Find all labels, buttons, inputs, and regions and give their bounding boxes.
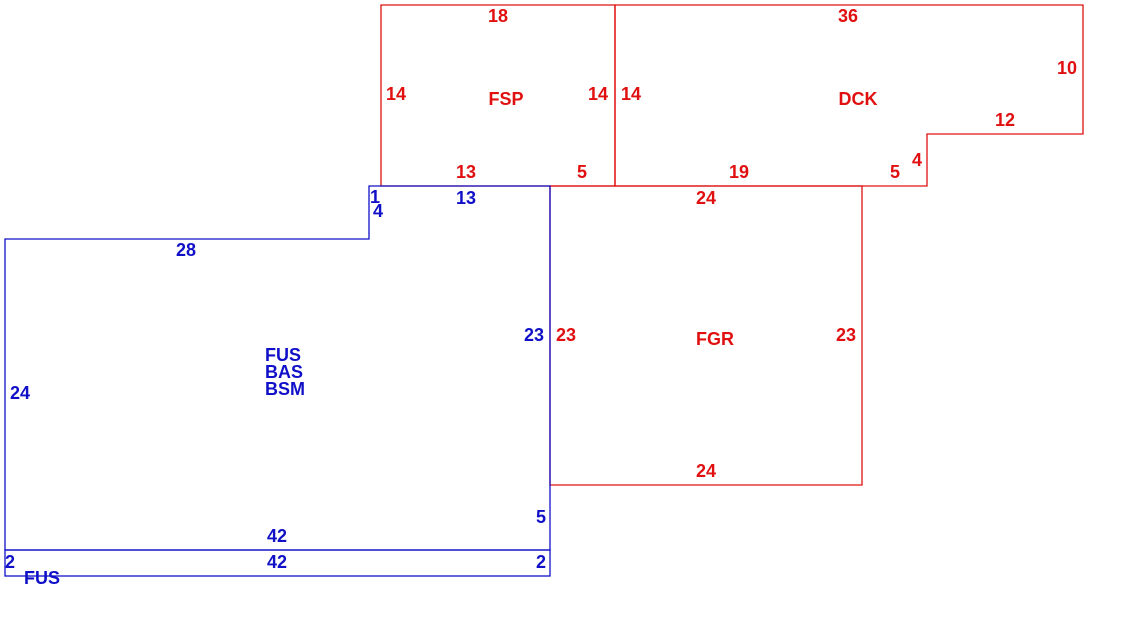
dim-dck-right: 10	[1057, 58, 1077, 78]
living-areas	[4, 185, 551, 577]
dim-main-top-left: 28	[176, 240, 196, 260]
dim-fgr-top: 24	[696, 188, 716, 208]
dim-dck-step-top: 12	[995, 110, 1015, 130]
dim-dck-left: 14	[621, 84, 641, 104]
attached-areas	[380, 4, 1084, 486]
dim-main-top-right: 13	[456, 188, 476, 208]
dim-main-right: 23	[524, 325, 544, 345]
dim-dck-bottom-right: 5	[890, 162, 900, 182]
dim-fsp-bottom-right: 5	[577, 162, 587, 182]
dim-strip-top: 42	[267, 552, 287, 572]
main-area-label-1: FUS	[265, 345, 301, 365]
dim-fsp-left: 14	[386, 84, 406, 104]
dim-dck-step-side: 4	[912, 150, 922, 170]
dim-main-bottom: 42	[267, 526, 287, 546]
dim-main-left: 24	[10, 383, 30, 403]
dim-fgr-bottom: 24	[696, 461, 716, 481]
strip-outline	[4, 549, 551, 577]
dim-fgr-right: 23	[836, 325, 856, 345]
main-area-label-3: BSM	[265, 379, 305, 399]
dim-dck-top: 36	[838, 6, 858, 26]
fsp-area-label: FSP	[488, 89, 523, 109]
dim-strip-right: 2	[536, 552, 546, 572]
strip-area-label: FUS	[24, 568, 60, 588]
dim-main-right-lower: 5	[536, 507, 546, 527]
dck-area-label: DCK	[839, 89, 878, 109]
dim-fgr-left: 23	[556, 325, 576, 345]
dim-fsp-top: 18	[488, 6, 508, 26]
dim-fsp-bottom-left: 13	[456, 162, 476, 182]
dim-fsp-right: 14	[588, 84, 608, 104]
fgr-area-label: FGR	[696, 329, 734, 349]
dim-main-notch-b: 4	[373, 201, 383, 221]
dim-dck-bottom-left: 19	[729, 162, 749, 182]
main-area-label-2: BAS	[265, 362, 303, 382]
dim-main-notch-a: 1	[370, 187, 380, 207]
dim-strip-left: 2	[5, 552, 15, 572]
